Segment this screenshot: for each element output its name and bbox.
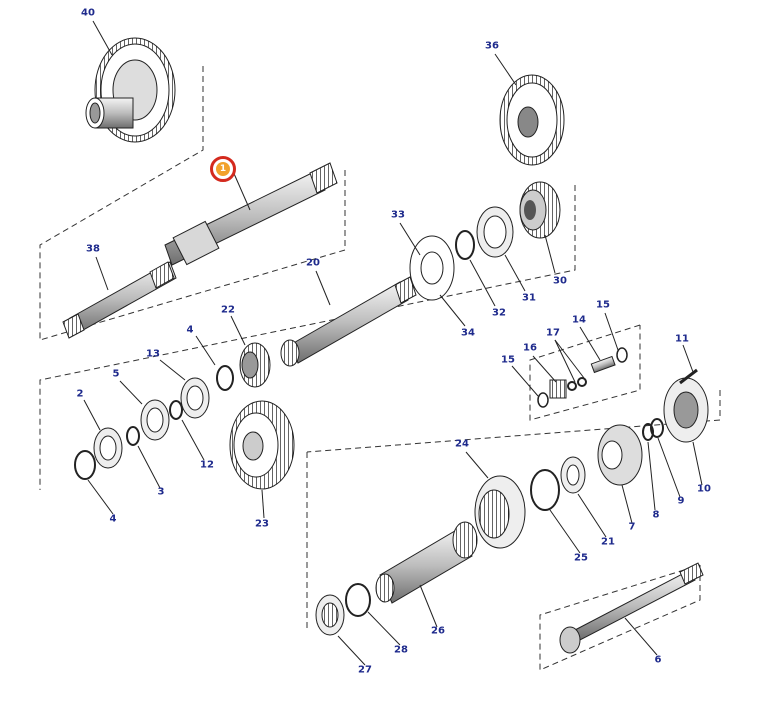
cover-10 (663, 377, 709, 443)
callout-26[interactable]: 26 (431, 625, 445, 637)
callout-33[interactable]: 33 (391, 209, 405, 221)
gear-22 (239, 342, 271, 388)
clip-4-upper (216, 365, 234, 391)
bearing-31 (476, 206, 514, 258)
callout-40[interactable]: 40 (81, 7, 95, 19)
bearing-13 (180, 377, 210, 419)
bearing-2 (93, 427, 123, 469)
callout-13[interactable]: 13 (146, 348, 160, 360)
callout-16[interactable]: 16 (523, 342, 537, 354)
callout-20[interactable]: 20 (306, 257, 320, 269)
callout-3[interactable]: 3 (157, 486, 165, 498)
callout-24[interactable]: 24 (455, 438, 469, 450)
callout-38[interactable]: 38 (86, 243, 100, 255)
callout-31[interactable]: 31 (522, 292, 536, 304)
shaft-38 (62, 261, 177, 339)
bearing-27 (315, 594, 345, 636)
thrust-plate-34 (409, 235, 455, 301)
callout-32[interactable]: 32 (492, 307, 506, 319)
callout-22[interactable]: 22 (221, 304, 235, 316)
callout-27[interactable]: 27 (358, 664, 372, 676)
callout-25[interactable]: 25 (574, 552, 588, 564)
callout-17[interactable]: 17 (546, 327, 560, 339)
callout-9[interactable]: 9 (677, 495, 685, 507)
leader-lines (83, 20, 703, 666)
ring-21 (560, 456, 586, 494)
callout-14[interactable]: 14 (572, 314, 586, 326)
callout-7[interactable]: 7 (628, 521, 636, 533)
gear-36 (499, 74, 565, 166)
callout-34[interactable]: 34 (461, 327, 475, 339)
pin-assembly-14-17 (537, 347, 628, 408)
gear-24 (474, 475, 526, 549)
ring-8 (642, 423, 654, 441)
callout-30[interactable]: 30 (553, 275, 567, 287)
callout-21[interactable]: 21 (601, 536, 615, 548)
snap-ring-32 (455, 230, 475, 260)
callout-23[interactable]: 23 (255, 518, 269, 530)
bearing-5 (140, 399, 170, 441)
callout-4-lower[interactable]: 4 (109, 513, 117, 525)
callout-36[interactable]: 36 (485, 40, 499, 52)
group-outline-lines (39, 66, 721, 671)
callout-10[interactable]: 10 (697, 483, 711, 495)
highlight-label: 1 (216, 162, 230, 176)
callout-12[interactable]: 12 (200, 459, 214, 471)
ring-12 (169, 400, 183, 420)
highlight-marker[interactable]: 1 (210, 156, 236, 182)
ring-28 (345, 583, 371, 617)
callout-5[interactable]: 5 (112, 368, 120, 380)
clip-4-lower (74, 450, 96, 480)
callout-6[interactable]: 6 (654, 654, 662, 666)
callout-8[interactable]: 8 (652, 509, 660, 521)
gear-23 (229, 400, 295, 490)
ring-9 (650, 418, 664, 438)
gear-30 (519, 181, 561, 239)
shaft-26 (375, 521, 478, 604)
hub-7 (597, 424, 643, 486)
ring-25 (530, 469, 560, 511)
bolt-11 (679, 368, 698, 385)
shaft-1 (164, 162, 338, 266)
shaft-6 (559, 562, 704, 654)
callout-2[interactable]: 2 (76, 388, 84, 400)
callout-15-upper[interactable]: 15 (596, 299, 610, 311)
callout-4-upper[interactable]: 4 (186, 324, 194, 336)
callout-15-lower[interactable]: 15 (501, 354, 515, 366)
shaft-20 (280, 276, 417, 367)
callout-28[interactable]: 28 (394, 644, 408, 656)
callout-11[interactable]: 11 (675, 333, 689, 345)
washer-3 (126, 426, 140, 446)
gear-40 (85, 37, 176, 143)
